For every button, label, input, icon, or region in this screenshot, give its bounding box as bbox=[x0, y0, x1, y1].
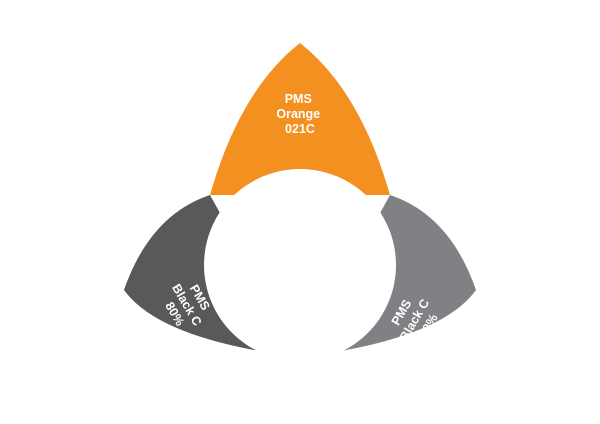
label-orange: PMS Orange 021C bbox=[276, 92, 323, 136]
label-orange-line-1: PMS bbox=[285, 92, 312, 106]
label-orange-line-2: Orange bbox=[276, 107, 320, 121]
swatch-orange: PMS Orange 021C bbox=[210, 43, 390, 195]
petal-orange bbox=[210, 43, 390, 195]
center-circle bbox=[204, 169, 396, 361]
label-orange-line-3: 021C bbox=[285, 122, 315, 136]
